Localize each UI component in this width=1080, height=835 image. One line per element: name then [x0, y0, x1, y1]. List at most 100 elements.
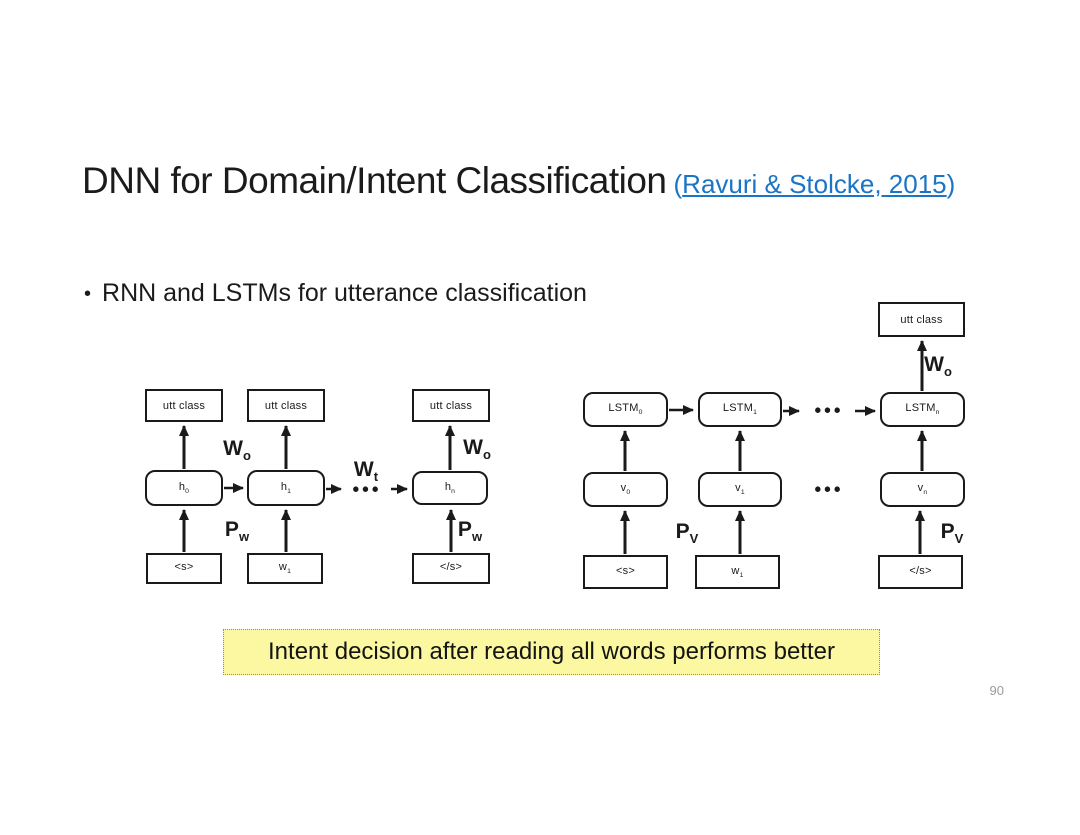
rnn-weight-label-pw-left: Pw: [225, 518, 249, 544]
label-sub: V: [954, 531, 964, 547]
box-label: h1: [281, 481, 291, 495]
rnn-hidden-box-h0: h0: [145, 470, 223, 506]
label-sub: w: [471, 529, 483, 545]
label-sub: 0: [185, 488, 190, 496]
label-sub: w: [238, 529, 250, 545]
label-sub: 1: [287, 568, 292, 576]
rnn-hidden-box-hn: hn: [412, 471, 488, 505]
label-sub: 0: [626, 489, 631, 497]
citation-close-paren: ): [946, 169, 956, 199]
label-sub: V: [689, 531, 699, 547]
box-label: </s>: [909, 565, 931, 579]
label-base: P: [675, 519, 690, 543]
rnn-weight-label-wo-right: Wo: [463, 436, 491, 462]
label-base: LSTM: [722, 402, 754, 415]
label-sub: o: [482, 447, 491, 463]
box-label: w1: [731, 565, 743, 579]
box-label: vn: [918, 482, 928, 496]
box-label: h0: [179, 481, 189, 495]
label-base: P: [224, 517, 239, 541]
lstm-weight-label-pv-left: PV: [676, 520, 699, 546]
box-label: v1: [735, 482, 745, 496]
label-base: v: [735, 482, 741, 495]
lstm-input-box-end-s: </s>: [878, 555, 963, 589]
rnn-utt-class-box-0: utt class: [145, 389, 223, 422]
label-base: W: [223, 436, 243, 460]
rnn-input-box-s: <s>: [146, 553, 222, 584]
lstm-weight-label-wo: Wo: [924, 353, 952, 379]
lstm-vector-box-v0: v0: [583, 472, 668, 507]
label-base: LSTM: [905, 402, 936, 415]
label-base: P: [940, 519, 955, 543]
ellipsis-dots: •••: [814, 479, 844, 501]
rnn-hidden-box-h1: h1: [247, 470, 325, 506]
label-sub: o: [943, 364, 952, 380]
label-base: P: [457, 517, 472, 541]
ellipsis-dots: •••: [814, 400, 844, 422]
rnn-input-box-w1: w1: [247, 553, 323, 584]
lstm-utt-class-box: utt class: [878, 302, 965, 337]
label-sub: n: [923, 489, 928, 497]
label-base: v: [620, 482, 627, 495]
title-text: DNN for Domain/Intent Classification: [82, 160, 667, 201]
rnn-utt-class-box-1: utt class: [247, 389, 325, 422]
lstm-cell-box-0: LSTM0: [583, 392, 668, 427]
label-base: w: [278, 561, 288, 574]
bullet-marker: •: [84, 282, 92, 305]
lstm-input-box-s: <s>: [583, 555, 668, 589]
page-title: DNN for Domain/Intent Classification (Ra…: [82, 160, 955, 202]
label-base: h: [444, 480, 452, 493]
label-base: W: [353, 457, 374, 481]
label-sub: o: [242, 448, 251, 464]
box-label: utt class: [264, 399, 308, 412]
label-base: h: [280, 480, 288, 493]
label-base: W: [463, 435, 483, 459]
callout-text: Intent decision after reading all words …: [268, 638, 835, 665]
box-label: <s>: [616, 565, 635, 579]
rnn-weight-label-pw-right: Pw: [458, 518, 482, 544]
box-label: v0: [621, 482, 631, 496]
box-label: utt class: [162, 399, 206, 412]
highlight-callout: Intent decision after reading all words …: [223, 629, 880, 675]
label-base: LSTM: [608, 402, 639, 415]
rnn-arrows: [179, 425, 456, 552]
label-base: v: [917, 482, 924, 495]
label-sub: t: [373, 469, 379, 485]
rnn-utt-class-box-2: utt class: [412, 389, 490, 422]
label-sub: 1: [740, 489, 745, 497]
box-label: LSTM1: [723, 402, 757, 416]
lstm-cell-box-n: LSTMn: [880, 392, 965, 427]
lstm-vector-box-vn: vn: [880, 472, 965, 507]
rnn-weight-label-wo-left: Wo: [223, 437, 251, 463]
lstm-cell-box-1: LSTM1: [698, 392, 782, 427]
citation-open-paren: (: [673, 169, 683, 199]
label-base: </s>: [909, 564, 932, 577]
box-label: w1: [279, 561, 291, 575]
lstm-vector-box-v1: v1: [698, 472, 782, 507]
title-citation: (Ravuri & Stolcke, 2015): [674, 169, 956, 200]
ellipsis-dots: •••: [352, 479, 382, 501]
label-sub: 1: [753, 409, 758, 417]
box-label: utt class: [429, 399, 473, 412]
rnn-input-box-end-s: </s>: [412, 553, 490, 584]
label-base: W: [924, 352, 944, 376]
bullet-text: RNN and LSTMs for utterance classificati…: [102, 279, 587, 307]
rnn-weight-label-wt: Wt: [354, 458, 378, 484]
label-sub: n: [451, 488, 456, 496]
box-label: utt class: [900, 313, 943, 326]
label-sub: 1: [739, 572, 744, 580]
label-base: w: [731, 564, 740, 577]
page-number: 90: [989, 683, 1004, 698]
label-base: <s>: [616, 564, 635, 577]
lstm-arrows: [620, 340, 927, 554]
box-label: hn: [445, 481, 455, 495]
label-base: <s>: [174, 561, 194, 574]
citation-link[interactable]: Ravuri & Stolcke, 2015: [682, 169, 947, 199]
lstm-weight-label-pv-right: PV: [941, 520, 964, 546]
lstm-input-box-w1: w1: [695, 555, 780, 589]
box-label: LSTM0: [608, 402, 642, 416]
box-label: LSTMn: [905, 402, 939, 416]
bullet-item: • RNN and LSTMs for utterance classifica…: [84, 279, 587, 308]
box-label: </s>: [440, 561, 462, 575]
